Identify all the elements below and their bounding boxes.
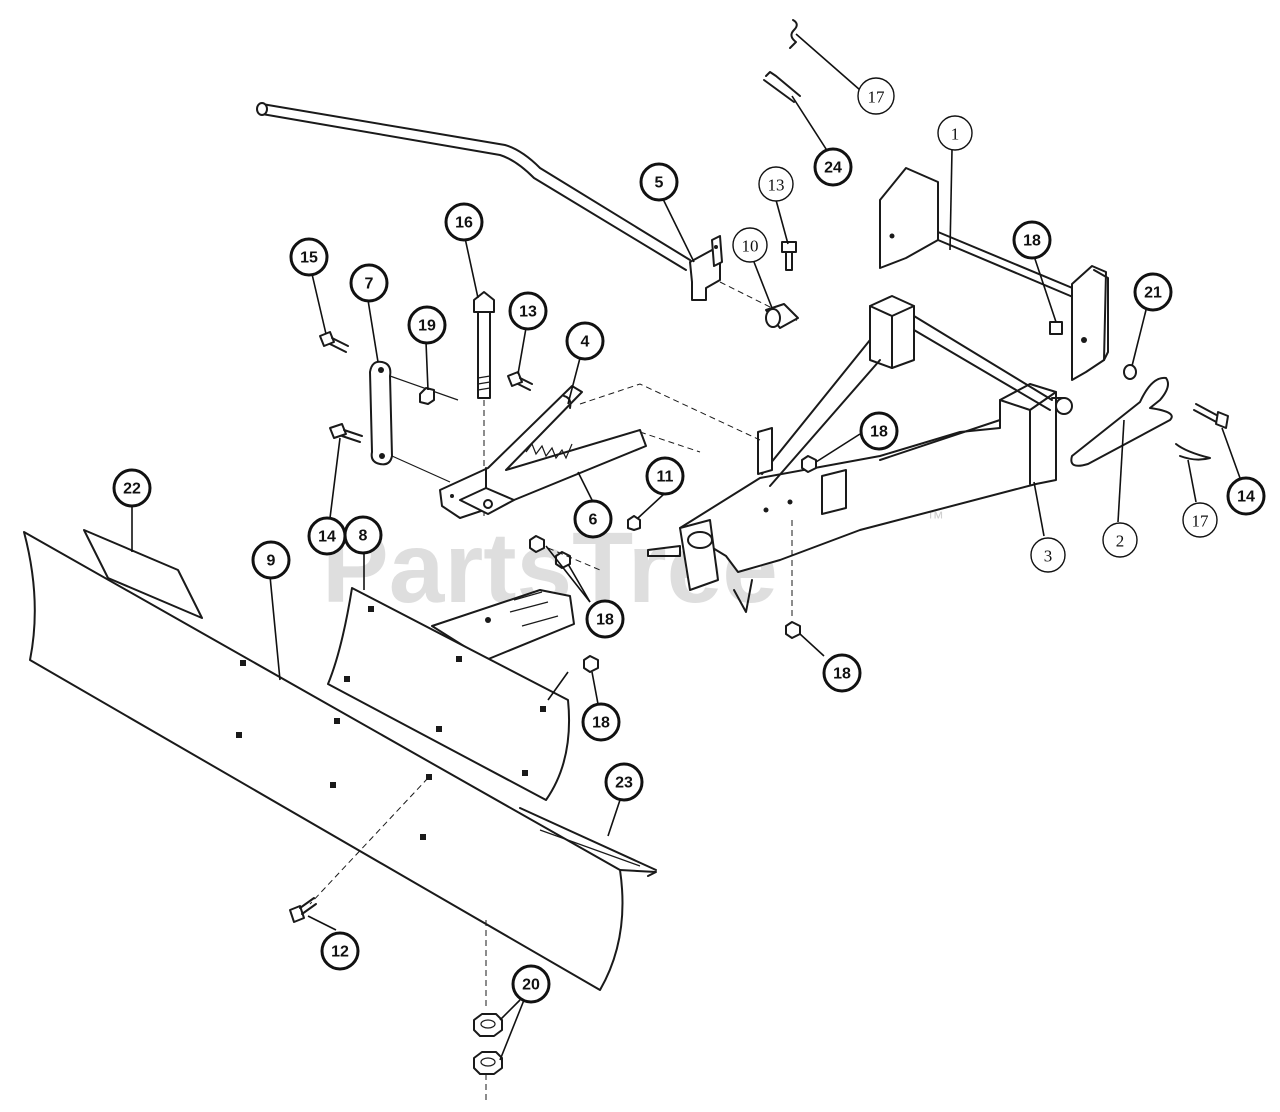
mounting-bracket-part-1	[879, 167, 1109, 381]
main-blade-part-9	[23, 531, 657, 1010]
callout-18[interactable]: 18	[581, 702, 621, 742]
bolt-part-13-top	[781, 241, 797, 271]
watermark-trademark: ™	[926, 508, 944, 528]
bolt-part-12	[289, 897, 317, 923]
svg-text:4: 4	[581, 334, 590, 351]
callouts: 17 24 1 5 13 10 16 15 7 19 13	[112, 77, 1266, 1004]
callout-17[interactable]: 17	[857, 77, 895, 115]
lift-handle-rod	[256, 102, 801, 323]
svg-text:12: 12	[331, 944, 349, 961]
nut-part-11	[627, 515, 641, 531]
callout-21[interactable]: 21	[1133, 272, 1173, 312]
svg-text:18: 18	[592, 715, 610, 732]
callout-24[interactable]: 24	[813, 147, 853, 187]
svg-text:20: 20	[522, 977, 540, 994]
callout-15[interactable]: 15	[289, 237, 329, 277]
svg-text:18: 18	[833, 666, 851, 683]
nuts-part-18-center	[529, 455, 817, 673]
svg-text:13: 13	[519, 304, 537, 321]
nuts-part-20	[473, 1013, 503, 1100]
callout-18[interactable]: 18	[859, 411, 899, 451]
callout-22[interactable]: 22	[112, 468, 152, 508]
bolt-part-15	[319, 331, 349, 353]
callout-11[interactable]: 11	[645, 456, 685, 496]
callout-17[interactable]: 17	[1182, 502, 1218, 538]
callout-4[interactable]: 4	[565, 321, 605, 361]
callout-5[interactable]: 5	[639, 162, 679, 202]
link-plate-part-7	[369, 360, 459, 483]
collar-part-10	[765, 303, 799, 329]
hairpin-part-17-right	[1175, 443, 1211, 461]
clevis-pin-part-24	[763, 71, 801, 103]
long-bolt-part-16	[473, 291, 495, 520]
callout-18[interactable]: 18	[1012, 220, 1052, 260]
svg-text:1: 1	[951, 125, 960, 144]
svg-text:7: 7	[365, 276, 374, 293]
callout-9[interactable]: 9	[251, 540, 291, 580]
callout-20[interactable]: 20	[511, 964, 551, 1004]
leader-lines	[131, 33, 1241, 1061]
svg-text:2: 2	[1116, 532, 1125, 551]
swing-bracket-part-6	[439, 385, 647, 519]
svg-text:18: 18	[1023, 233, 1041, 250]
svg-text:24: 24	[824, 160, 842, 177]
nut-part-21	[1123, 364, 1137, 380]
callout-2[interactable]: 2	[1102, 522, 1138, 558]
svg-text:15: 15	[300, 250, 318, 267]
callout-18[interactable]: 18	[822, 653, 862, 693]
callout-12[interactable]: 12	[320, 931, 360, 971]
svg-text:22: 22	[123, 481, 141, 498]
callout-3[interactable]: 3	[1030, 537, 1066, 573]
callout-7[interactable]: 7	[349, 263, 389, 303]
latch-part-2	[1070, 376, 1173, 467]
callout-1[interactable]: 1	[937, 115, 973, 151]
svg-text:19: 19	[418, 318, 436, 335]
callout-16[interactable]: 16	[444, 202, 484, 242]
svg-text:16: 16	[455, 215, 473, 232]
small-blade-part-8	[327, 587, 575, 801]
callout-13[interactable]: 13	[508, 291, 548, 331]
callout-14[interactable]: 14	[307, 516, 347, 556]
bolt-part-14-right	[1193, 403, 1229, 429]
svg-text:18: 18	[870, 424, 888, 441]
bolt-part-14-left	[329, 423, 363, 443]
svg-text:13: 13	[768, 176, 785, 195]
handle-bracket-part-5	[689, 235, 723, 301]
svg-text:8: 8	[359, 528, 368, 545]
svg-text:10: 10	[742, 237, 759, 256]
callout-23[interactable]: 23	[604, 762, 644, 802]
bolt-part-13-middle	[507, 371, 533, 391]
cotter-pin-part-17-top	[789, 19, 798, 49]
callout-8[interactable]: 8	[343, 515, 383, 555]
callout-10[interactable]: 10	[732, 227, 768, 263]
svg-text:21: 21	[1144, 285, 1162, 302]
svg-text:14: 14	[1237, 489, 1255, 506]
assembly-lines	[547, 383, 761, 571]
nut-part-19	[419, 387, 435, 405]
svg-text:18: 18	[596, 612, 614, 629]
svg-text:17: 17	[868, 88, 886, 107]
main-frame-part-3	[647, 295, 1073, 613]
svg-text:6: 6	[589, 512, 598, 529]
svg-text:14: 14	[318, 529, 336, 546]
callout-13[interactable]: 13	[758, 166, 794, 202]
cutting-edge-part-23	[519, 807, 657, 871]
svg-text:3: 3	[1044, 547, 1053, 566]
callout-18[interactable]: 18	[585, 599, 625, 639]
callout-14[interactable]: 14	[1226, 476, 1266, 516]
svg-text:17: 17	[1192, 512, 1210, 531]
svg-text:11: 11	[657, 469, 674, 486]
svg-text:5: 5	[655, 175, 664, 192]
wear-strip-part-22	[83, 529, 203, 619]
callout-6[interactable]: 6	[573, 499, 613, 539]
svg-text:23: 23	[615, 775, 633, 792]
svg-text:9: 9	[267, 553, 276, 570]
callout-19[interactable]: 19	[407, 305, 447, 345]
